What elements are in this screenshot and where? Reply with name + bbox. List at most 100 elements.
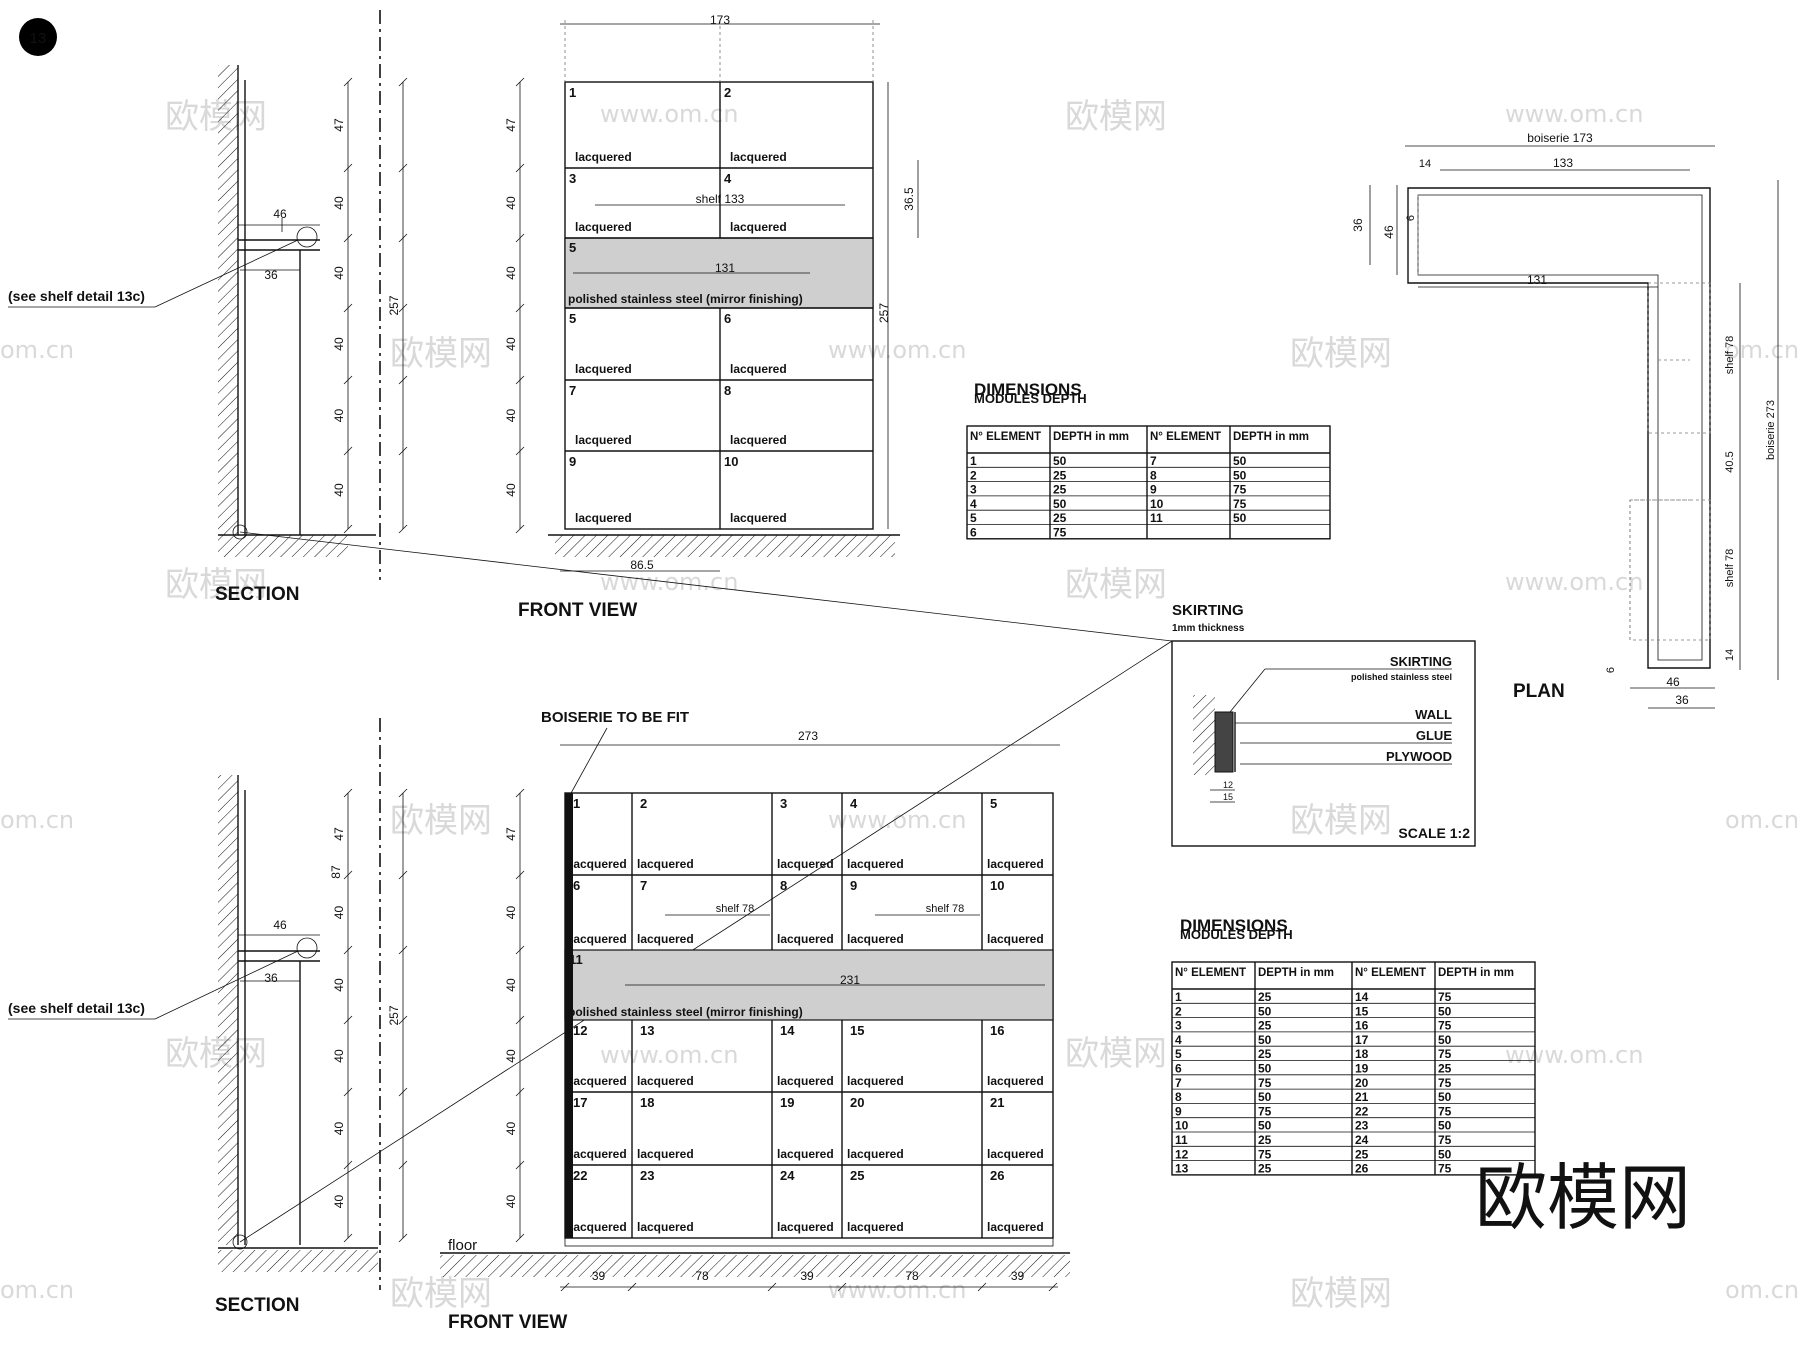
table-cell: 11 — [1150, 511, 1163, 525]
plan-dim-40-5: 40.5 — [1724, 451, 1736, 472]
bottom-front-view: 1lacquered2lacquered3lacquered4lacquered… — [440, 709, 1070, 1333]
sub-width-dim: 39 — [592, 1269, 606, 1283]
front-view-label-top: FRONT VIEW — [518, 600, 637, 621]
table-cell: 6 — [970, 526, 977, 540]
watermark-url-short: om.cn — [0, 806, 74, 834]
table-cell: 50 — [1233, 454, 1247, 468]
table-cell: 75 — [1258, 1076, 1272, 1090]
finish-label: lacquered — [777, 932, 834, 946]
row-height-dim: 47 — [504, 827, 518, 841]
finish-label: lacquered — [575, 150, 632, 164]
watermark-url: www.om.cn — [600, 100, 738, 128]
module-number: 25 — [850, 1168, 864, 1183]
watermark-url-short: om.cn — [1725, 336, 1799, 364]
plan-dim-6: 6 — [1405, 215, 1417, 221]
label-wall: WALL — [1415, 707, 1452, 722]
table-cell: 15 — [1355, 1004, 1369, 1018]
watermark-url-short: om.cn — [1725, 1276, 1799, 1304]
table-cell: 25 — [1053, 483, 1067, 497]
module-grid: 1lacquered2lacquered3lacquered4lacquered… — [565, 82, 873, 529]
watermark-logo: 欧模网 — [1065, 565, 1167, 605]
module-number: 12 — [573, 1023, 587, 1038]
watermark-logo: 欧模网 — [1290, 801, 1392, 841]
finish-label: lacquered — [987, 1074, 1044, 1088]
finish-label: lacquered — [847, 1074, 904, 1088]
finish-label: lacquered — [575, 433, 632, 447]
module-number: 2 — [640, 796, 647, 811]
finish-label: lacquered — [777, 1147, 834, 1161]
module-number: 7 — [640, 878, 647, 893]
module-number: 3 — [780, 796, 787, 811]
plan-label: PLAN — [1513, 681, 1565, 702]
row-height-dim: 40 — [504, 196, 518, 210]
boiserie-edge — [565, 793, 573, 1238]
watermark-url: www.om.cn — [1505, 100, 1643, 128]
finish-label: lacquered — [637, 1220, 694, 1234]
watermark-layer: 欧模网欧模网欧模网欧模网欧模网欧模网欧模网欧模网欧模网欧模网欧模网欧模网www.… — [0, 97, 1799, 1314]
table-cell: 14 — [1355, 990, 1369, 1004]
label-glue: GLUE — [1416, 728, 1452, 743]
table-cell: 50 — [1438, 1004, 1452, 1018]
section-label-top: SECTION — [215, 584, 299, 605]
plan-boiserie-side: boiserie 273 — [1765, 400, 1777, 460]
finish-label: lacquered — [730, 362, 787, 376]
finish-label: lacquered — [730, 150, 787, 164]
table-cell: 75 — [1233, 497, 1247, 511]
table-top-title: DIMENSIONS — [974, 380, 1082, 399]
watermark-logo: 欧模网 — [1065, 1034, 1167, 1074]
top-steel-dim: 131 — [715, 261, 735, 275]
skirting-title: SKIRTING — [1172, 602, 1244, 619]
row-height-dim: 40 — [504, 483, 518, 497]
watermark-url-short: om.cn — [0, 336, 74, 364]
section-dim-87: 87 — [329, 865, 343, 879]
module-number: 6 — [573, 878, 580, 893]
finish-label: lacquered — [637, 1147, 694, 1161]
table-cell: 75 — [1258, 1147, 1272, 1161]
bottom-steel-dim: 231 — [840, 973, 860, 987]
watermark-logo: 欧模网 — [165, 1034, 267, 1074]
shelf-detail-note-top: (see shelf detail 13c) — [8, 288, 145, 304]
watermark-url: www.om.cn — [828, 1276, 966, 1304]
table-cell: 1 — [970, 454, 977, 468]
table-cell: 25 — [1258, 990, 1272, 1004]
table-cell: 18 — [1355, 1047, 1369, 1061]
module-number: 19 — [780, 1095, 794, 1110]
plan-bottom-36: 36 — [1675, 693, 1689, 707]
table-cell: 12 — [1175, 1147, 1189, 1161]
plan-dim-14-top: 14 — [1419, 158, 1431, 170]
table-cell: 4 — [1175, 1033, 1182, 1047]
row-height-dim: 40 — [504, 266, 518, 280]
skirting-scale: SCALE 1:2 — [1398, 825, 1470, 841]
watermark-logo: 欧模网 — [1290, 334, 1392, 374]
table-cell: 13 — [1175, 1162, 1189, 1176]
row-height-dim: 40 — [504, 337, 518, 351]
table-cell: 3 — [970, 483, 977, 497]
skirting-detail-frame — [1171, 640, 1476, 847]
steel-finish-label: polished stainless steel (mirror finishi… — [568, 292, 803, 306]
table-header: N° ELEMENT — [1150, 431, 1221, 443]
module-number: 9 — [850, 878, 857, 893]
finish-label: lacquered — [847, 857, 904, 871]
module-number: 24 — [780, 1168, 795, 1183]
table-cell: 75 — [1438, 1104, 1452, 1118]
table-cell: 4 — [970, 497, 977, 511]
floor-hatch-front — [555, 535, 895, 557]
table-cell: 19 — [1355, 1062, 1369, 1076]
table-cell: 24 — [1355, 1133, 1369, 1147]
finish-label: lacquered — [777, 1074, 834, 1088]
table-header: DEPTH in mm — [1233, 431, 1309, 443]
module-number: 9 — [569, 454, 576, 469]
total-height-dim: 257 — [387, 295, 401, 315]
table-cell: 75 — [1438, 1019, 1452, 1033]
row-height-dim: 40 — [332, 337, 346, 351]
row-height-dim: 40 — [332, 1195, 346, 1209]
row-height-dim: 40 — [504, 906, 518, 920]
finish-label: lacquered — [987, 1220, 1044, 1234]
table-header: DEPTH in mm — [1258, 967, 1334, 979]
row-height-dim: 40 — [332, 1122, 346, 1136]
watermark-url-short: om.cn — [1725, 806, 1799, 834]
finish-label: lacquered — [575, 362, 632, 376]
table-header: DEPTH in mm — [1053, 431, 1129, 443]
